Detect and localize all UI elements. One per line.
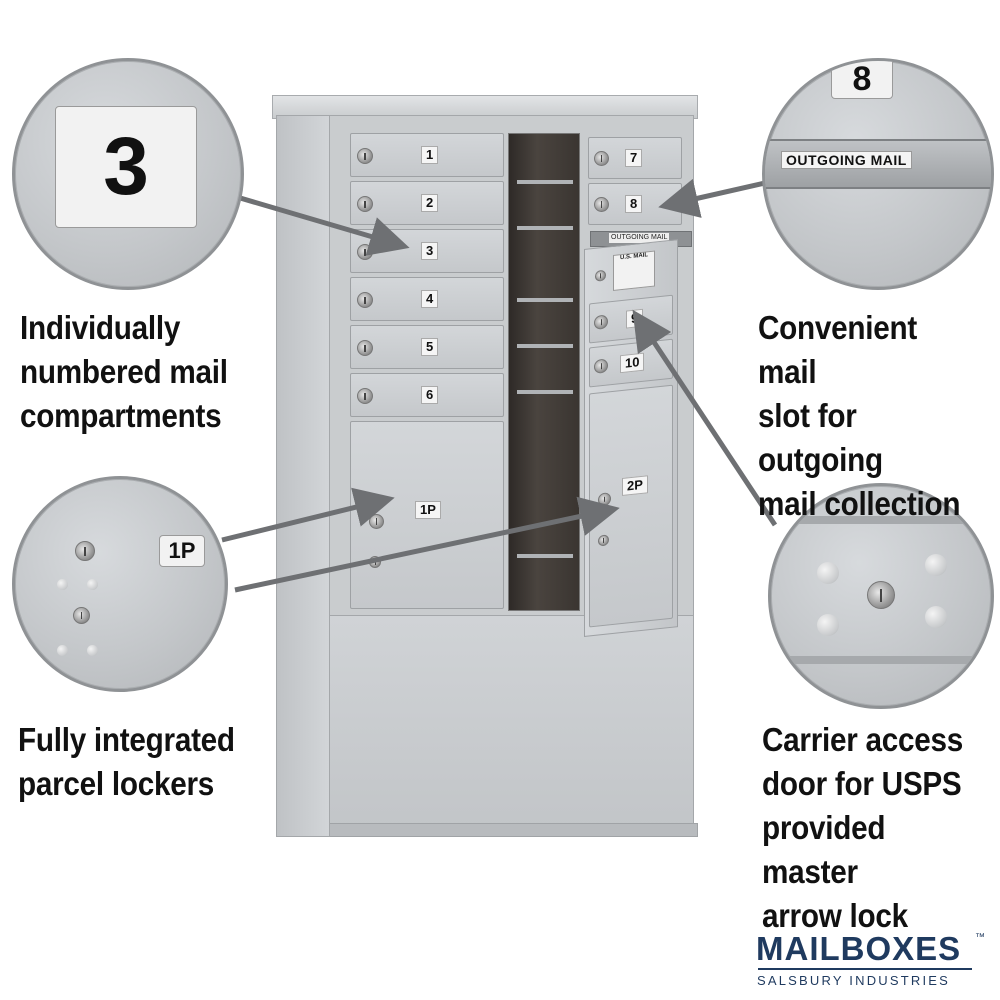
arrow-parcel-right [234, 496, 620, 593]
mail-door-6[interactable]: 6 [350, 373, 504, 417]
carrier-door-edge [771, 516, 991, 524]
door-8-plate: 8 [831, 61, 893, 99]
master-arrow-lock-icon [867, 581, 895, 609]
parcel-lock [75, 541, 95, 561]
callout-circle-carrier [768, 483, 994, 709]
compartment-number-plate: 3 [55, 106, 197, 228]
caption-carrier-access: Carrier access door for USPS provided ma… [762, 721, 963, 934]
arrow-carrier-lock [632, 309, 778, 527]
mail-door-1[interactable]: 1 [350, 133, 504, 177]
door-number: 3 [421, 242, 439, 260]
mailbox-unit: 1 2 3 4 5 6 1P 7 8 OUTGOING MAIL U.S. MA… [272, 95, 698, 840]
caption-parcel-lockers: Fully integrated parcel lockers [18, 721, 235, 802]
mail-door-7[interactable]: 7 [588, 137, 682, 179]
parcel-lock-small [73, 607, 90, 624]
brand-name: MAILBOXES [756, 930, 962, 967]
outgoing-slot-label: OUTGOING MAIL [609, 233, 670, 243]
door-number: 2 [421, 194, 439, 212]
brand-trademark: ™ [975, 932, 985, 943]
arrow-outgoing-slot [658, 178, 766, 218]
outgoing-mail-label: OUTGOING MAIL [781, 151, 912, 169]
callout-circle-parcel: 1P [12, 476, 228, 692]
parcel-1p-plate: 1P [159, 535, 205, 567]
door-number: 5 [421, 338, 439, 356]
arrow-parcel-left [221, 487, 395, 543]
callout-circle-number: 3 [12, 58, 244, 290]
parcel-number: 1P [415, 501, 441, 519]
door-number: 8 [625, 195, 643, 213]
caption-outgoing-slot: Convenient mail slot for outgoing mail c… [758, 309, 961, 522]
brand-subtitle: SALSBURY INDUSTRIES [757, 973, 951, 988]
door-number: 4 [421, 290, 439, 308]
carrier-door-edge-bottom [771, 656, 991, 664]
mail-door-4[interactable]: 4 [350, 277, 504, 321]
brand-underline [758, 968, 972, 970]
door-number: 7 [625, 149, 643, 167]
caption-numbered-compartments: Individually numbered mail compartments [20, 309, 228, 434]
outgoing-mail-strip: OUTGOING MAIL [765, 139, 991, 189]
mailbox-side-panel [276, 115, 330, 837]
door-number: 6 [421, 386, 439, 404]
door-number: 1 [421, 146, 439, 164]
mail-door-5[interactable]: 5 [350, 325, 504, 369]
callout-circle-outgoing: 8 OUTGOING MAIL [762, 58, 994, 290]
arrow-compartment [229, 192, 410, 256]
